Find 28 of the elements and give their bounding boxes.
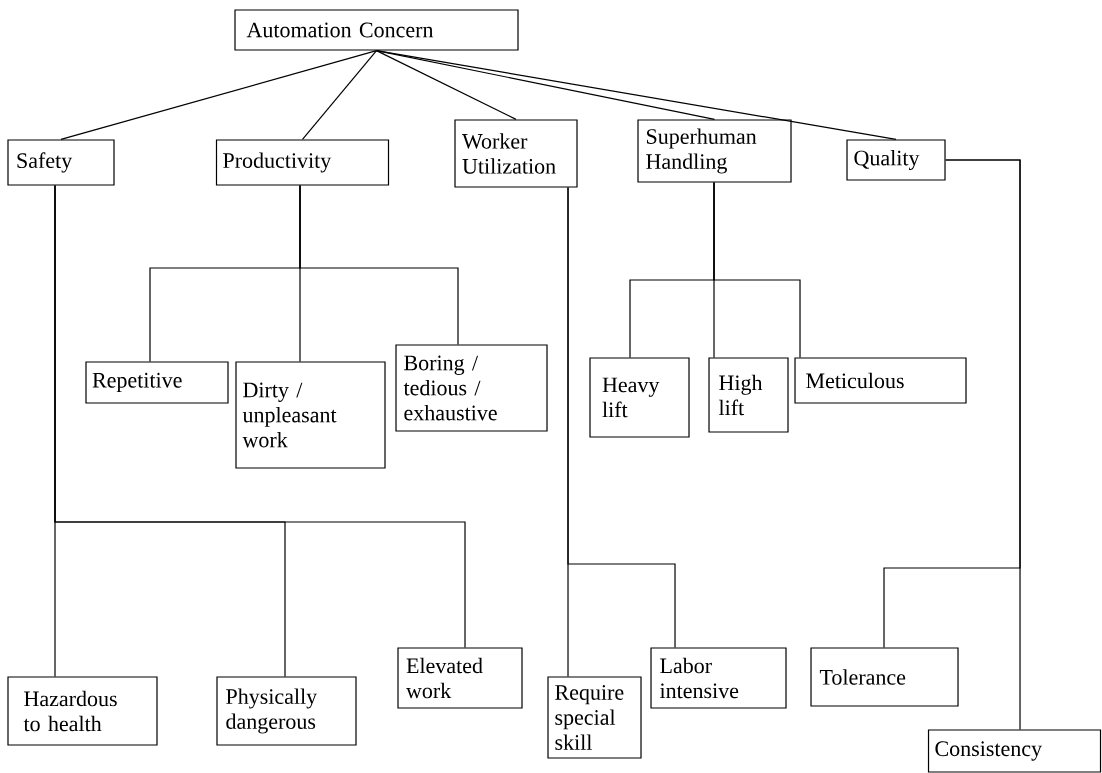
connector-line	[299, 185, 459, 345]
concept-box: Labor intensive	[650, 647, 787, 709]
concept-box: Safety	[7, 139, 115, 186]
concept-box: Hazardous to health	[7, 676, 158, 746]
connector-line	[60, 50, 378, 140]
concept-box: Require special skill	[547, 676, 642, 759]
concept-box: Heavy lift	[589, 357, 690, 438]
concept-box: Tolerance	[810, 647, 959, 707]
connector-line	[375, 50, 517, 120]
connector-line	[567, 187, 676, 648]
concept-box: Quality	[846, 139, 946, 181]
concept-box: Automation Concern	[234, 9, 519, 51]
concept-box: Dirty / unpleasant work	[235, 361, 386, 469]
connector-line	[301, 50, 378, 140]
concept-box: Meticulous	[794, 357, 967, 404]
concept-box: Boring / tedious / exhaustive	[395, 344, 548, 432]
connector-line	[945, 159, 1021, 730]
connector-line	[713, 182, 801, 358]
connector-line	[375, 50, 897, 140]
concept-box: Physically dangerous	[216, 676, 357, 746]
concept-box: Elevated work	[397, 647, 523, 709]
concept-box: Superhuman Handling	[637, 119, 792, 183]
concept-box: Worker Utilization	[454, 119, 578, 188]
concept-box: Consistency	[927, 729, 1102, 773]
concept-box: Productivity	[215, 139, 390, 186]
concept-box: Repetitive	[85, 361, 229, 404]
connector-line	[54, 185, 466, 648]
concept-box: High lift	[708, 357, 789, 433]
